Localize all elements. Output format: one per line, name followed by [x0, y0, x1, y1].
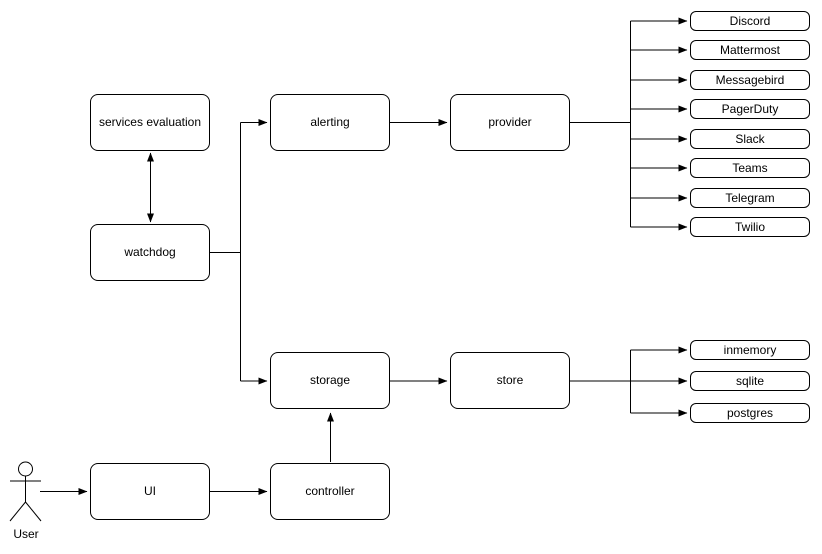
- node-store-label: store: [496, 373, 524, 388]
- node-sqlite: sqlite: [690, 371, 810, 391]
- edge-watchdog-trunk: [210, 122, 241, 381]
- node-postgres: postgres: [690, 403, 810, 423]
- node-twilio: Twilio: [690, 217, 810, 237]
- node-controller: controller: [270, 463, 390, 520]
- node-telegram-label: Telegram: [725, 190, 775, 205]
- node-watchdog-label: watchdog: [124, 245, 176, 260]
- node-store: store: [450, 352, 570, 409]
- node-mattermost-label: Mattermost: [719, 42, 780, 57]
- edge-provider-trunk: [570, 21, 631, 227]
- node-ui: UI: [90, 463, 210, 520]
- node-slack-label: Slack: [735, 131, 765, 146]
- node-discord-label: Discord: [729, 13, 771, 28]
- node-teams: Teams: [690, 158, 810, 178]
- node-sqlite-label: sqlite: [735, 373, 764, 388]
- node-provider-label: provider: [488, 115, 532, 130]
- user-actor-icon: [9, 461, 42, 522]
- edge-store-trunk: [570, 350, 631, 413]
- node-pagerduty-label: PagerDuty: [721, 101, 779, 116]
- node-postgres-label: postgres: [726, 405, 774, 420]
- node-alerting-label: alerting: [310, 115, 350, 130]
- node-telegram: Telegram: [690, 188, 810, 208]
- node-watchdog: watchdog: [90, 224, 210, 281]
- node-teams-label: Teams: [732, 160, 768, 175]
- node-ui-label: UI: [144, 484, 156, 499]
- node-mattermost: Mattermost: [690, 40, 810, 60]
- node-storage: storage: [270, 352, 390, 409]
- node-messagebird: Messagebird: [690, 70, 810, 90]
- node-discord: Discord: [690, 11, 810, 31]
- node-provider: provider: [450, 94, 570, 151]
- node-messagebird-label: Messagebird: [715, 72, 785, 87]
- node-services-evaluation: services evaluation: [90, 94, 210, 151]
- node-controller-label: controller: [305, 484, 355, 499]
- node-pagerduty: PagerDuty: [690, 99, 810, 119]
- node-alerting: alerting: [270, 94, 390, 151]
- node-twilio-label: Twilio: [734, 219, 765, 234]
- node-inmemory: inmemory: [690, 340, 810, 360]
- node-storage-label: storage: [309, 373, 351, 388]
- node-inmemory-label: inmemory: [723, 342, 777, 357]
- node-slack: Slack: [690, 129, 810, 149]
- user-actor-label: User: [13, 527, 39, 541]
- node-services-evaluation-label: services evaluation: [98, 115, 202, 130]
